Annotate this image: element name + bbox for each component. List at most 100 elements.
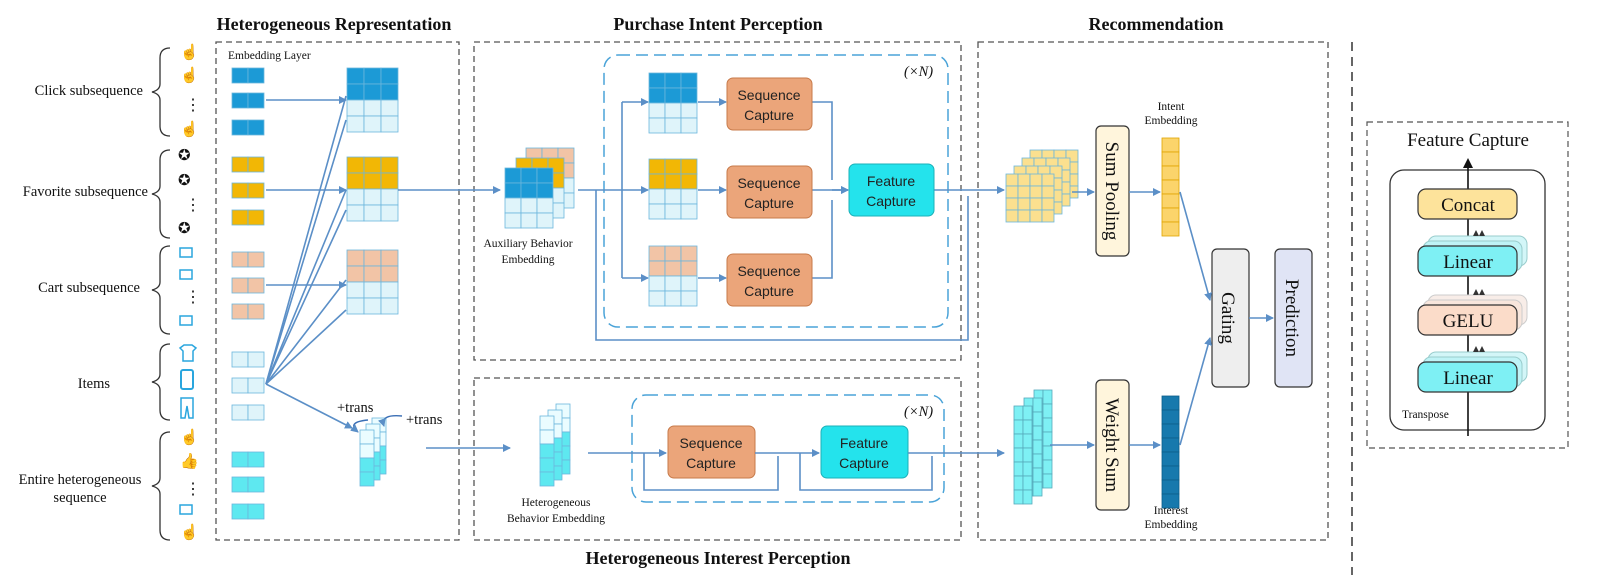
cart-subsequence-label: Cart subsequence [38, 280, 140, 296]
matrix-cell [1032, 411, 1043, 427]
matrix-cell [1005, 185, 1019, 199]
matrix-cell [1042, 389, 1053, 405]
matrix-cell [1022, 475, 1033, 491]
intent-matrices [648, 72, 698, 307]
sequence-capture-interest: Sequence Capture [667, 425, 756, 479]
matrix-cell [359, 443, 375, 459]
matrix-cell [664, 87, 682, 104]
matrix-cell [664, 290, 682, 307]
vector-cell [1161, 395, 1180, 411]
matrix-cell [536, 197, 554, 214]
matrix-cell [504, 197, 522, 214]
intent-click-matrix [648, 72, 698, 134]
matrix-cell [1017, 197, 1031, 211]
matrix-cell [1032, 467, 1043, 483]
representation-matrices [346, 67, 399, 315]
feature-capture-title: Feature Capture [1407, 130, 1529, 151]
embedding-cell [231, 277, 249, 294]
aux-front-matrix [504, 167, 554, 229]
matrix-cell [1022, 433, 1033, 449]
matrix-cell [539, 471, 555, 487]
embedding-cell [231, 156, 249, 173]
cart-icon [179, 247, 193, 326]
svg-text:Feature: Feature [840, 435, 888, 451]
matrix-cell [680, 72, 698, 89]
matrix-cell [1041, 173, 1055, 187]
svg-text:Linear: Linear [1443, 252, 1493, 273]
het-slice [539, 415, 555, 487]
embedding-layer-label: Embedding Layer [228, 50, 311, 62]
matrix-cell [1013, 489, 1024, 505]
vector-cell [1161, 493, 1180, 509]
svg-text:Linear: Linear [1443, 368, 1493, 389]
matrix-cell [346, 188, 365, 206]
vector-cell [1161, 193, 1180, 209]
svg-text:Sequence: Sequence [737, 175, 800, 191]
matrix-cell [1042, 431, 1053, 447]
matrix-cell [1041, 197, 1055, 211]
matrix-cell [380, 281, 399, 299]
matrix-cell [380, 265, 399, 283]
svg-text:Capture: Capture [744, 283, 794, 299]
vector-cell [1161, 165, 1180, 181]
matrix-cell [359, 471, 375, 487]
matrix-cell [346, 281, 365, 299]
click-icon: ☝☝☝ [180, 42, 199, 138]
header-recommendation: Recommendation [1089, 14, 1224, 34]
ellipsis-icon: ⋮ [185, 287, 201, 306]
matrix-cell [363, 204, 382, 222]
matrix-cell [539, 457, 555, 473]
embedding-cell [247, 451, 265, 468]
concat-box: Concat [1417, 188, 1518, 220]
interest-cube-stack [1013, 389, 1053, 505]
vector-cell [1161, 151, 1180, 167]
prediction-box: Prediction [1274, 248, 1313, 388]
matrix-cell [380, 204, 399, 222]
matrix-cell [680, 245, 698, 262]
header-heterogeneous-representation: Heterogeneous Representation [217, 14, 452, 34]
times-n-bottom: (×N) [904, 404, 933, 420]
embedding-cell [247, 404, 265, 421]
matrix-cell [1041, 209, 1055, 223]
intent-cube-stack [1005, 149, 1079, 223]
matrix-cell [648, 72, 666, 89]
matrix-cell [1032, 425, 1043, 441]
matrix-cell [1017, 209, 1031, 223]
svg-text:☝: ☝ [180, 119, 199, 138]
svg-text:Capture: Capture [744, 195, 794, 211]
trans-loop-1 [350, 419, 369, 433]
embedding-cell [247, 503, 265, 520]
pants-icon [180, 397, 194, 419]
embedding-cell [231, 377, 249, 394]
embedding-cell [231, 351, 249, 368]
matrix-cell [1013, 405, 1024, 421]
matrix-cell [664, 173, 682, 190]
matrix-cell [363, 265, 382, 283]
het-label-2: Behavior Embedding [507, 513, 605, 525]
matrix-cell [359, 457, 375, 473]
interest-embedding-label-2: Embedding [1144, 519, 1197, 531]
matrix-cell [664, 158, 682, 175]
embedding-cell [247, 182, 265, 199]
header-heterogeneous-interest-perception: Heterogeneous Interest Perception [586, 548, 851, 568]
embedding-cell [247, 303, 265, 320]
phone-icon [180, 369, 194, 390]
matrix-cell [1017, 185, 1031, 199]
matrix-cell [504, 167, 522, 184]
embedding-cell [247, 209, 265, 226]
matrix-cell [664, 245, 682, 262]
matrix-cell [1022, 405, 1033, 421]
intent-cart-matrix [648, 245, 698, 307]
intent-favorite-matrix [648, 158, 698, 220]
matrix-cell [648, 173, 666, 190]
matrix-cell [1042, 459, 1053, 475]
matrix-cell [380, 115, 399, 133]
matrix-cell [1032, 397, 1043, 413]
vector-cell [1161, 465, 1180, 481]
embedding-cell [231, 209, 249, 226]
matrix-cell [1005, 197, 1019, 211]
interest-embedding-vector [1161, 395, 1180, 509]
embedding-cell [247, 251, 265, 268]
matrix-cell [363, 297, 382, 315]
